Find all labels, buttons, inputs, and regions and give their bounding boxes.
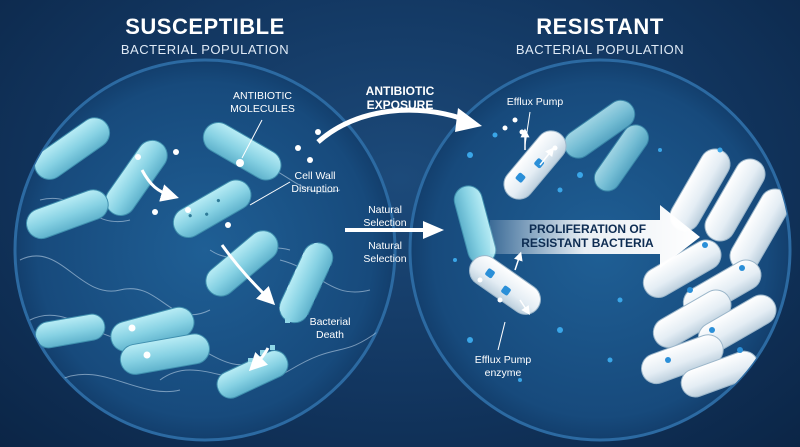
susceptible-header: SUSCEPTIBLE BACTERIAL POPULATION xyxy=(90,14,320,57)
cell-wall-disruption-label: Cell Wall Disruption xyxy=(280,170,350,196)
susceptible-population-circle xyxy=(15,60,395,440)
natural-selection-label-bottom: Natural Selection xyxy=(355,240,415,266)
proliferation-label: PROLIFERATION OF RESISTANT BACTERIA xyxy=(520,222,655,250)
antibiotic-molecules-label: ANTIBIOTIC MOLECULES xyxy=(225,90,300,116)
natural-selection-label-top: Natural Selection xyxy=(355,204,415,230)
resistant-title: RESISTANT xyxy=(485,14,715,40)
efflux-pump-enzyme-label: Efflux Pump enzyme xyxy=(468,354,538,380)
susceptible-subtitle: BACTERIAL POPULATION xyxy=(90,42,320,57)
antibiotic-exposure-label: ANTIBIOTIC EXPOSURE xyxy=(355,84,445,112)
resistant-subtitle: BACTERIAL POPULATION xyxy=(485,42,715,57)
resistant-header: RESISTANT BACTERIAL POPULATION xyxy=(485,14,715,57)
bacterial-death-label: Bacterial Death xyxy=(300,316,360,342)
efflux-pump-label: Efflux Pump xyxy=(495,96,575,109)
susceptible-title: SUSCEPTIBLE xyxy=(90,14,320,40)
